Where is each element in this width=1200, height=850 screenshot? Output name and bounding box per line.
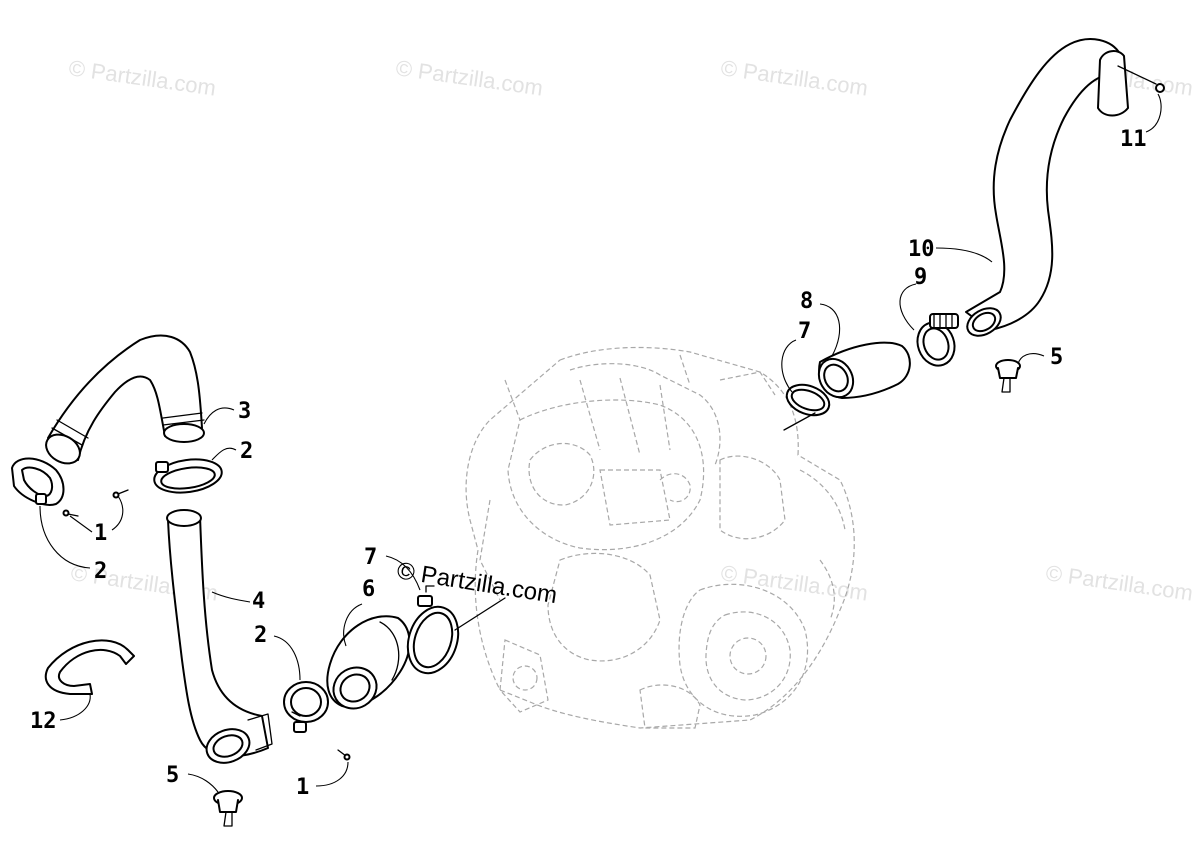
screw-left — [62, 509, 79, 517]
callout-7-right: 7 — [798, 319, 811, 344]
callout-line-7b — [781, 339, 797, 393]
callout-6: 6 — [362, 577, 375, 602]
upper-right-bent-tube — [965, 38, 1129, 337]
center-connector-line — [454, 597, 506, 631]
callout-line-11 — [1145, 93, 1162, 133]
callout-line-6 — [343, 603, 363, 647]
clamp-right — [785, 383, 831, 417]
callout-line-3 — [203, 407, 235, 425]
callout-11: 11 — [1120, 127, 1147, 152]
callout-9: 9 — [914, 265, 927, 290]
upper-bent-duct — [45, 334, 205, 465]
callout-3: 3 — [238, 399, 251, 424]
callout-4: 4 — [252, 589, 265, 614]
screw-lower — [337, 749, 351, 761]
callout-10: 10 — [908, 237, 935, 262]
screw-top-right — [1117, 65, 1165, 93]
right-connector-line — [783, 412, 816, 431]
callout-2-lower-left: 2 — [94, 559, 107, 584]
callout-line-9 — [899, 283, 917, 331]
hose-clamp-center — [406, 585, 460, 675]
callout-8: 8 — [800, 289, 813, 314]
callout-1-lower: 1 — [296, 775, 309, 800]
long-tube-with-elbow — [166, 509, 273, 764]
watermark-6: © Partzilla.com — [719, 560, 869, 605]
callout-line-4 — [211, 591, 251, 603]
clamp-with-screw — [916, 313, 959, 367]
callout-line-2c — [273, 635, 301, 681]
callout-line-8 — [819, 303, 841, 357]
screw-upper — [112, 489, 129, 499]
callout-line-7a — [385, 555, 421, 591]
callout-1-upper: 1 — [94, 521, 107, 546]
callout-line-5a — [187, 773, 219, 793]
callout-line-10 — [935, 247, 993, 263]
callout-line-2b — [211, 447, 237, 461]
clamp-upper-right — [153, 458, 223, 494]
reducer-coupler — [326, 615, 411, 710]
callout-line-12 — [59, 693, 91, 721]
engine-outline — [465, 346, 855, 729]
grommet-left — [213, 790, 243, 827]
callout-7-center: 7 — [364, 545, 377, 570]
watermark-1: © Partzilla.com — [67, 55, 217, 100]
clamp-lower — [283, 681, 329, 733]
watermark-2: © Partzilla.com — [394, 55, 544, 100]
callout-line-1c — [315, 761, 349, 787]
watermark-3: © Partzilla.com — [719, 55, 869, 100]
reducer-right — [817, 341, 911, 399]
callout-5-left: 5 — [166, 763, 179, 788]
callout-2-middle: 2 — [254, 623, 267, 648]
callout-2-upper-right: 2 — [240, 439, 253, 464]
curved-band — [44, 639, 135, 695]
callout-5-right: 5 — [1050, 345, 1063, 370]
callout-line-5b — [1017, 353, 1045, 365]
callout-12: 12 — [30, 709, 57, 734]
clamp-upper-left — [11, 457, 65, 506]
callout-line-1b — [69, 515, 93, 533]
callout-line-1a — [111, 495, 124, 531]
callout-line-2a — [39, 505, 91, 569]
grommet-right — [995, 359, 1021, 393]
watermark-7: © Partzilla.com — [1044, 560, 1194, 605]
